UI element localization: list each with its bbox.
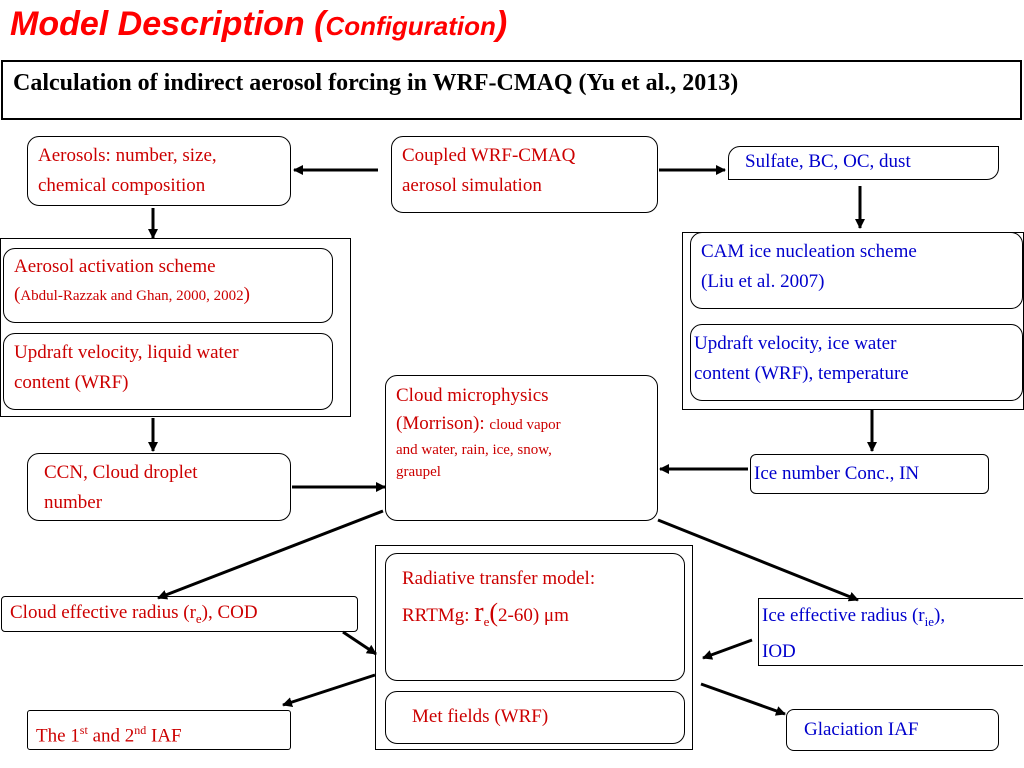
ice-radius-line2: IOD	[762, 640, 796, 662]
ice-radius-line1: Ice effective radius (rie),	[762, 601, 1023, 637]
cam-line2: (Liu et al. 2007)	[701, 271, 825, 292]
coupled-line1: Coupled WRF-CMAQ	[402, 145, 576, 166]
updraft-ice-box: Updraft velocity, ice water content (WRF…	[690, 324, 1023, 401]
aerosols-line1: Aerosols: number, size,	[38, 145, 217, 166]
subtitle-banner: Calculation of indirect aerosol forcing …	[1, 60, 1022, 120]
updraft-ice-line2: content (WRF), temperature	[694, 363, 909, 384]
cloud-line2: (Morrison): cloud vapor	[396, 410, 647, 439]
arrow-rad-to-iaf	[282, 673, 376, 707]
updraft-ice-line1: Updraft velocity, ice water	[694, 333, 897, 354]
activation-open: (	[14, 284, 21, 305]
updraft-liquid-line2: content (WRF)	[14, 372, 129, 393]
cam-line1: CAM ice nucleation scheme	[701, 241, 917, 262]
coupled-box: Coupled WRF-CMAQ aerosol simulation	[391, 136, 658, 213]
radiative-unit: m	[554, 605, 569, 626]
radiative-range: 2-60)	[498, 605, 544, 626]
cloud-radius-box: Cloud effective radius (re), COD	[1, 596, 358, 632]
cam-box: CAM ice nucleation scheme (Liu et al. 20…	[690, 232, 1023, 309]
ccn-line1: CCN, Cloud droplet	[44, 462, 198, 483]
radiative-line1: Radiative transfer model:	[402, 568, 596, 589]
arrow-rad-to-glaciation	[700, 682, 786, 716]
cloud-detail2: and water, rain, ice, snow,	[396, 442, 552, 458]
iaf-s2: nd	[134, 723, 147, 737]
cloud-open: (Morrison):	[396, 413, 485, 434]
cloud-detail3: graupel	[396, 464, 441, 480]
cloud-radius-text2: ), COD	[201, 602, 258, 623]
aerosols-line2: chemical composition	[38, 175, 206, 196]
sulfate-text: Sulfate, BC, OC, dust	[745, 151, 911, 172]
iaf-t2: and 2	[87, 725, 135, 747]
radiative-box: Radiative transfer model: RRTMg: re(2-60…	[385, 553, 685, 681]
activation-box: Aerosol activation scheme (Abdul-Razzak …	[3, 248, 333, 323]
glaciation-text: Glaciation IAF	[804, 719, 919, 740]
radiative-sub: e	[483, 613, 490, 629]
ccn-line2: number	[44, 492, 103, 513]
met-fields-text: Met fields (WRF)	[412, 706, 549, 727]
ice-radius-text1: Ice effective radius (r	[762, 605, 925, 626]
cloud-microphysics-box: Cloud microphysics (Morrison): cloud vap…	[385, 375, 658, 521]
arrow-cloud-to-iceradius	[657, 518, 859, 602]
slide-title: Model Description (Configuration)	[10, 5, 508, 43]
radiative-paren: (	[489, 598, 499, 627]
ice-number-box: Ice number Conc., IN	[750, 454, 989, 494]
radiative-line2: RRTMg: re(2-60) μm	[402, 596, 674, 639]
title-main: Model Description (	[10, 5, 326, 43]
cloud-line1: Cloud microphysics	[396, 385, 549, 406]
updraft-liquid-box: Updraft velocity, liquid water content (…	[3, 333, 333, 410]
cloud-radius-sub: e	[195, 610, 202, 626]
ice-radius-text2: ),	[934, 605, 946, 626]
radiative-pre: RRTMg:	[402, 605, 475, 626]
activation-line2: (Abdul-Razzak and Ghan, 2000, 2002)	[14, 281, 322, 310]
title-sub: Configuration	[325, 11, 496, 41]
glaciation-box: Glaciation IAF	[786, 709, 999, 751]
radiative-r: r	[474, 597, 484, 628]
cloud-detail1: cloud vapor	[489, 417, 561, 433]
arrow-iceradius-to-rad	[702, 638, 753, 660]
activation-ref: Abdul-Razzak and Ghan, 2000, 2002	[20, 288, 244, 304]
met-fields-box: Met fields (WRF)	[385, 691, 685, 744]
updraft-liquid-line1: Updraft velocity, liquid water	[14, 342, 239, 363]
iaf-t3: IAF	[146, 725, 182, 747]
iaf-box: The 1st and 2nd IAF	[27, 710, 291, 750]
ice-number-text: Ice number Conc., IN	[754, 463, 920, 484]
ice-radius-box: Ice effective radius (rie), IOD	[758, 598, 1023, 666]
arrow-cloud-to-cloudradius	[157, 509, 384, 600]
ice-radius-sub: ie	[924, 613, 935, 629]
ccn-box: CCN, Cloud droplet number	[27, 453, 291, 521]
arrow-cloudradius-to-rad	[342, 630, 377, 656]
title-close: )	[495, 5, 508, 43]
aerosols-box: Aerosols: number, size, chemical composi…	[27, 136, 291, 206]
iaf-t1: The 1	[36, 725, 80, 747]
coupled-line2: aerosol simulation	[402, 175, 542, 196]
activation-line1: Aerosol activation scheme	[14, 256, 216, 277]
sulfate-box: Sulfate, BC, OC, dust	[728, 146, 999, 180]
cloud-radius-text1: Cloud effective radius (r	[10, 602, 196, 623]
iaf-s1: st	[79, 723, 88, 737]
activation-close: )	[243, 284, 250, 305]
radiative-mu: μ	[543, 605, 555, 626]
